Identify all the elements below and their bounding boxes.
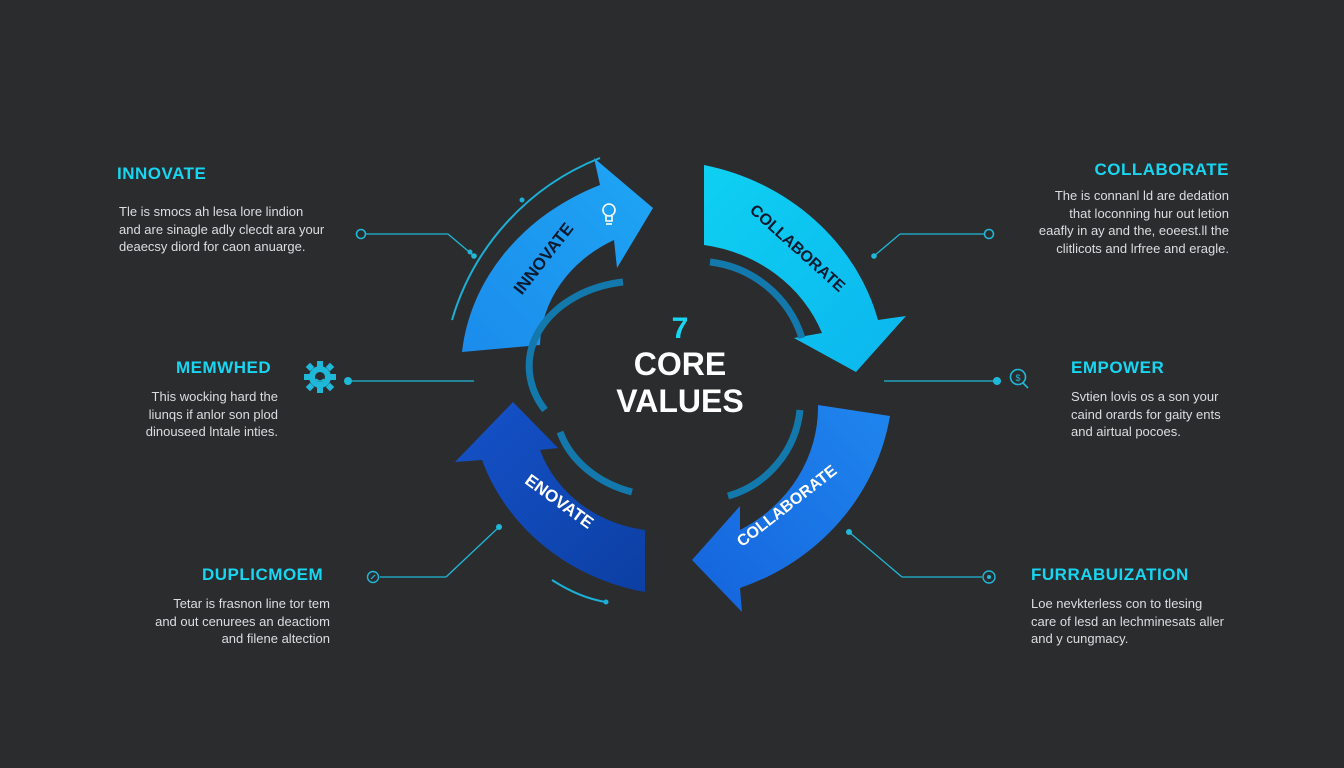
inner-ring bbox=[556, 430, 633, 496]
connector-empower bbox=[884, 377, 1001, 385]
small-ring-icon bbox=[982, 570, 996, 584]
desc-line: liunqs if anlor son plod bbox=[148, 406, 278, 422]
arc-bottom-left bbox=[455, 402, 645, 592]
desc-line: This wocking hard the bbox=[151, 389, 278, 404]
inner-ring bbox=[727, 409, 804, 500]
arc-top-left bbox=[462, 158, 653, 352]
item-title-collaborate: COLLABORATE bbox=[1094, 160, 1229, 179]
desc-line: Svtien lovis os a son your bbox=[1071, 389, 1219, 404]
center-line-1: CORE bbox=[633, 346, 727, 382]
gear-icon bbox=[304, 361, 336, 393]
outer-decorative-arc bbox=[451, 157, 601, 321]
desc-line: eaafly in ay and the, eoeest.ll the bbox=[1038, 223, 1229, 238]
connector-duplicmoem bbox=[380, 524, 502, 578]
desc-line: Tle is smocs ah lesa lore lindion bbox=[119, 204, 304, 219]
desc-line: deaecsy diord for caon anuarge. bbox=[119, 239, 306, 254]
item-title-innovate: INNOVATE bbox=[117, 164, 207, 183]
desc-line: The is connanl ld are dedation bbox=[1054, 188, 1229, 203]
item-desc-innovate: Tle is smocs ah lesa lore lindion and ar… bbox=[119, 203, 324, 256]
inner-ring bbox=[709, 258, 806, 340]
item-desc-collaborate: The is connanl ld are dedation that loco… bbox=[1039, 187, 1229, 257]
connector-collaborate bbox=[871, 228, 995, 259]
svg-text:$: $ bbox=[1015, 373, 1020, 383]
desc-line: Loe nevkterless con to tlesing bbox=[1031, 596, 1203, 611]
outer-arc-node bbox=[519, 197, 525, 203]
item-title-memwhed: MEMWHED bbox=[176, 358, 272, 377]
connector-memwhed bbox=[344, 377, 474, 385]
bottom-decorative-arc bbox=[551, 579, 607, 603]
item-desc-memwhed: This wocking hard the liunqs if anlor so… bbox=[146, 388, 278, 441]
connector-furrabuization bbox=[846, 529, 982, 578]
item-title-empower: EMPOWER bbox=[1071, 358, 1165, 377]
desc-line: and filene altection bbox=[221, 631, 330, 646]
bottom-arc-node bbox=[603, 599, 609, 605]
item-desc-empower: Svtien lovis os a son your caind orards … bbox=[1071, 388, 1221, 441]
connector-innovate bbox=[355, 228, 477, 259]
arc-bottom-right bbox=[692, 405, 890, 612]
item-desc-furrabuization: Loe nevkterless con to tlesing care of l… bbox=[1031, 595, 1224, 648]
center-number: 7 bbox=[671, 312, 689, 345]
lightbulb-icon bbox=[602, 203, 616, 225]
search-dollar-icon: $ bbox=[1009, 368, 1029, 389]
item-title-duplicmoem: DUPLICMOEM bbox=[202, 565, 324, 584]
desc-line: and y cungmacy. bbox=[1031, 631, 1129, 646]
center-title: 7 CORE VALUES bbox=[590, 312, 770, 420]
small-search-icon bbox=[366, 570, 380, 584]
desc-line: clitlicots and lrfree and eragle. bbox=[1056, 240, 1229, 256]
desc-line: caind orards for gaity ents bbox=[1071, 406, 1221, 422]
desc-line: care of lesd an lechminesats aller bbox=[1031, 613, 1224, 629]
desc-line: and out cenurees an deactiom bbox=[155, 613, 330, 629]
arc-top-right bbox=[704, 165, 906, 372]
inner-ring bbox=[525, 278, 624, 413]
desc-line: and airtual pocoes. bbox=[1071, 424, 1181, 439]
item-title-furrabuization: FURRABUIZATION bbox=[1031, 565, 1189, 584]
desc-line: that loconning hur out letion bbox=[1069, 205, 1229, 221]
desc-line: and are sinagle adly clecdt ara your bbox=[119, 221, 325, 237]
desc-line: dinouseed lntale inties. bbox=[145, 424, 278, 439]
center-line-2: VALUES bbox=[616, 383, 744, 419]
desc-line: Tetar is frasnon line tor tem bbox=[173, 596, 330, 611]
item-desc-duplicmoem: Tetar is frasnon line tor tem and out ce… bbox=[155, 595, 330, 648]
